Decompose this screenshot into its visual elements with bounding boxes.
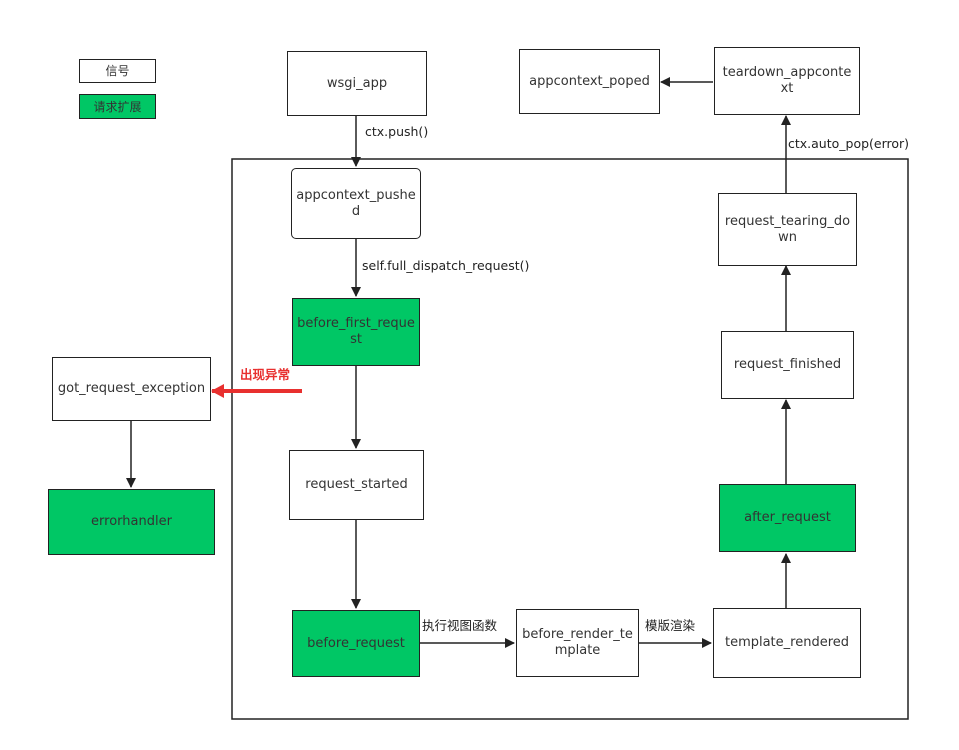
node-request-finished: request_finished — [721, 331, 854, 399]
node-wsgi-app: wsgi_app — [287, 51, 427, 116]
node-before-render-template: before_render_template — [516, 609, 639, 677]
label-ctx-auto-pop: ctx.auto_pop(error) — [788, 136, 910, 151]
node-template-rendered: template_rendered — [713, 608, 861, 678]
context-frame — [231, 158, 909, 720]
node-got-request-exception: got_request_exception — [52, 357, 211, 421]
node-teardown-appcontext: teardown_appcontext — [714, 47, 860, 115]
node-request-tearing-down: request_tearing_down — [718, 193, 857, 266]
node-after-request: after_request — [719, 484, 856, 552]
label-exception: 出现异常 — [240, 367, 291, 382]
node-appcontext-poped: appcontext_poped — [519, 49, 660, 114]
node-appcontext-pushed: appcontext_pushed — [291, 168, 421, 239]
label-full-dispatch: self.full_dispatch_request() — [362, 258, 530, 273]
label-exec-view: 执行视图函数 — [422, 618, 498, 633]
node-before-first-request: before_first_request — [292, 298, 420, 366]
legend-extension: 请求扩展 — [79, 94, 156, 119]
legend-signal: 信号 — [79, 59, 156, 83]
label-template-render: 模版渲染 — [645, 618, 696, 633]
label-ctx-push: ctx.push() — [365, 124, 429, 139]
node-errorhandler: errorhandler — [48, 489, 215, 555]
node-request-started: request_started — [289, 450, 424, 520]
node-before-request: before_request — [292, 610, 420, 677]
